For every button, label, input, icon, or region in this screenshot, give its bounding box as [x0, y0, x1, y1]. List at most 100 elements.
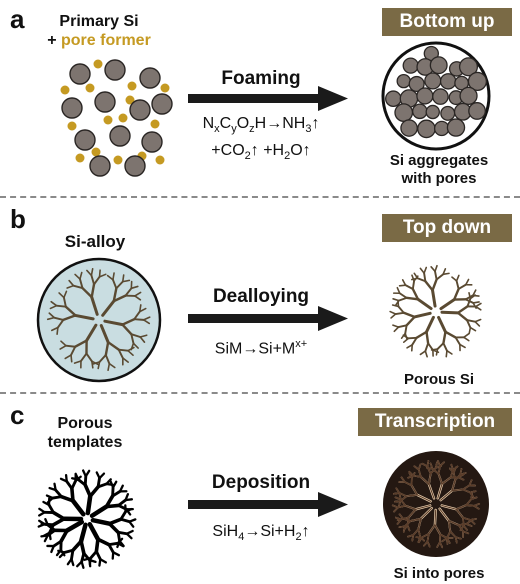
porous-si-branch — [419, 267, 425, 274]
porous-si-branch — [424, 350, 428, 358]
primary-si-mixture — [60, 59, 173, 177]
template-wall — [423, 540, 429, 547]
porous-si-branch — [446, 349, 453, 355]
alloy-pore-channel — [90, 283, 96, 299]
porous-si-branch — [411, 279, 416, 290]
alloy-pore-channel — [127, 349, 134, 356]
alloy-pore-channel — [121, 274, 125, 283]
si-particle — [94, 91, 116, 113]
pore-former-particle — [93, 59, 103, 69]
template-branch — [47, 503, 55, 514]
alloy-pore-channel — [106, 274, 114, 281]
template-branch — [128, 520, 135, 528]
template-branch — [85, 493, 93, 516]
panel-b: b Top down Si-alloy Dealloying SiM→Si+Mx… — [0, 192, 520, 388]
porous-template — [37, 469, 137, 569]
badge-bottom-up: Bottom up — [382, 8, 512, 36]
template-branch — [83, 483, 93, 499]
template-wall — [468, 479, 473, 487]
pore-former-particle — [91, 147, 101, 157]
template-wall — [426, 540, 431, 548]
alloy-pore-channel — [127, 346, 135, 352]
template-branch — [89, 504, 109, 519]
template-wall — [416, 494, 432, 502]
porous-si-branch — [455, 274, 460, 282]
template-branch — [117, 503, 128, 511]
template-wall — [397, 500, 402, 508]
template-wall — [426, 532, 430, 543]
template-branch — [62, 548, 75, 554]
porous-si-branch — [427, 342, 434, 351]
pore-former-label: pore former — [61, 32, 151, 49]
template-branch — [96, 482, 108, 489]
porous-si-branch — [472, 294, 480, 297]
template-wall — [406, 516, 410, 526]
panel-label-b: b — [10, 204, 26, 234]
template-branch — [76, 560, 83, 568]
si-aggregate — [381, 41, 491, 151]
alloy-pore-channel — [99, 324, 110, 344]
porous-si-branch — [456, 311, 469, 322]
alloy-pore-channel — [86, 269, 93, 277]
template-wall — [446, 530, 452, 540]
result-aggregates: Si aggregates with pores — [389, 152, 489, 187]
template-branch — [45, 494, 54, 500]
alloy-pore-channel — [133, 318, 145, 321]
porous-si-branch — [454, 336, 461, 346]
porous-si-branch — [444, 330, 457, 339]
alloy-pore-channel — [142, 319, 151, 325]
template-wall — [469, 490, 477, 494]
si-particle — [89, 155, 111, 177]
template-wall — [462, 530, 470, 535]
template-wall — [398, 513, 404, 520]
porous-si-branch — [430, 266, 436, 273]
template-branch — [87, 522, 101, 542]
template-wall — [407, 508, 417, 519]
porous-si-branch — [425, 330, 430, 345]
template-wall — [417, 535, 421, 543]
template-wall — [451, 488, 464, 492]
template-branch — [43, 522, 55, 527]
porous-si-branch — [463, 333, 470, 339]
template-wall — [412, 528, 420, 536]
template-branch — [80, 551, 86, 564]
porous-si-branch — [472, 289, 477, 297]
alloy-pore-channel — [112, 294, 127, 303]
porous-si-branch — [464, 294, 474, 301]
template-branch — [83, 474, 88, 487]
equation-foaming: NxCyOzH→NH3↑ +CO2↑ +H2O↑ — [202, 115, 320, 163]
template-wall — [441, 476, 452, 485]
alloy-pore-channel — [70, 345, 77, 357]
template-wall — [417, 468, 422, 478]
template-branch — [116, 542, 125, 548]
porous-si — [389, 264, 482, 358]
template-branch — [125, 508, 132, 516]
alloy-pore-channel — [103, 319, 125, 327]
template-wall — [459, 472, 467, 476]
template-wall — [439, 461, 445, 467]
template-wall — [398, 525, 406, 528]
alloy-pore-channel — [90, 268, 94, 277]
alloy-pore-channel — [121, 279, 131, 283]
porous-si-branch — [459, 343, 466, 349]
process-deposition: Deposition — [211, 472, 311, 493]
porous-si-branch — [423, 266, 428, 274]
template-branch — [64, 473, 68, 483]
alloy-pore-channel — [56, 318, 65, 329]
template-branch — [94, 537, 100, 554]
template-wall — [465, 504, 475, 507]
panel-a: a Bottom up Primary Si + pore former Foa… — [0, 0, 520, 192]
template-wall — [439, 508, 450, 522]
alloy-pore-channel — [48, 312, 56, 319]
alloy-pore-channel — [130, 333, 142, 338]
template-wall — [410, 484, 418, 496]
template-branch — [74, 472, 80, 481]
alloy-pore-channel — [139, 334, 148, 338]
pore-former-particle — [113, 155, 123, 165]
template-branch — [38, 519, 46, 526]
porous-si-branch — [474, 302, 482, 308]
template-wall — [393, 506, 399, 513]
divider-bc — [0, 392, 520, 394]
template-branch — [88, 558, 92, 568]
badge-transcription: Transcription — [358, 408, 512, 436]
